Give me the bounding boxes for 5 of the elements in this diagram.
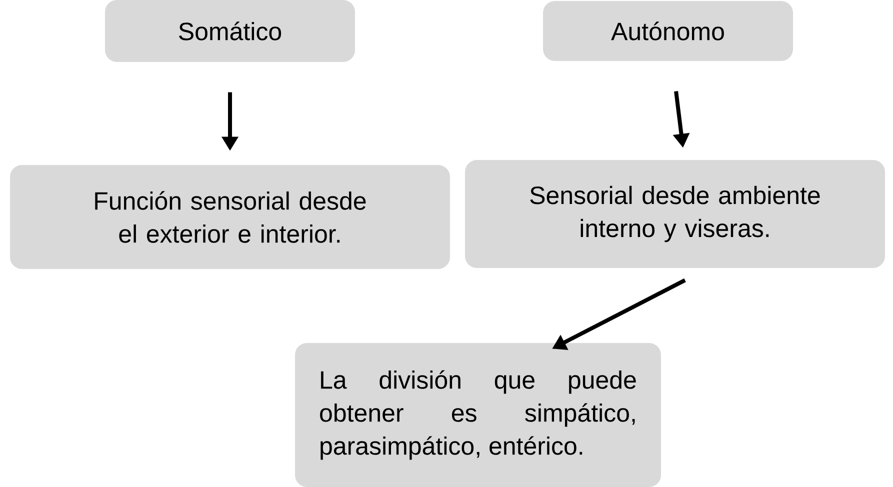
text-box: Somático	[105, 0, 355, 62]
text-box: Sensorial desde ambiente interno y viseras.	[465, 160, 885, 268]
text-box: Función sensorial desde el exterior e interior.	[10, 165, 450, 269]
text-box: Autónomo	[543, 1, 793, 61]
text-box: La división que puede obtener es simpático, parasimpático, entérico.	[295, 343, 661, 487]
